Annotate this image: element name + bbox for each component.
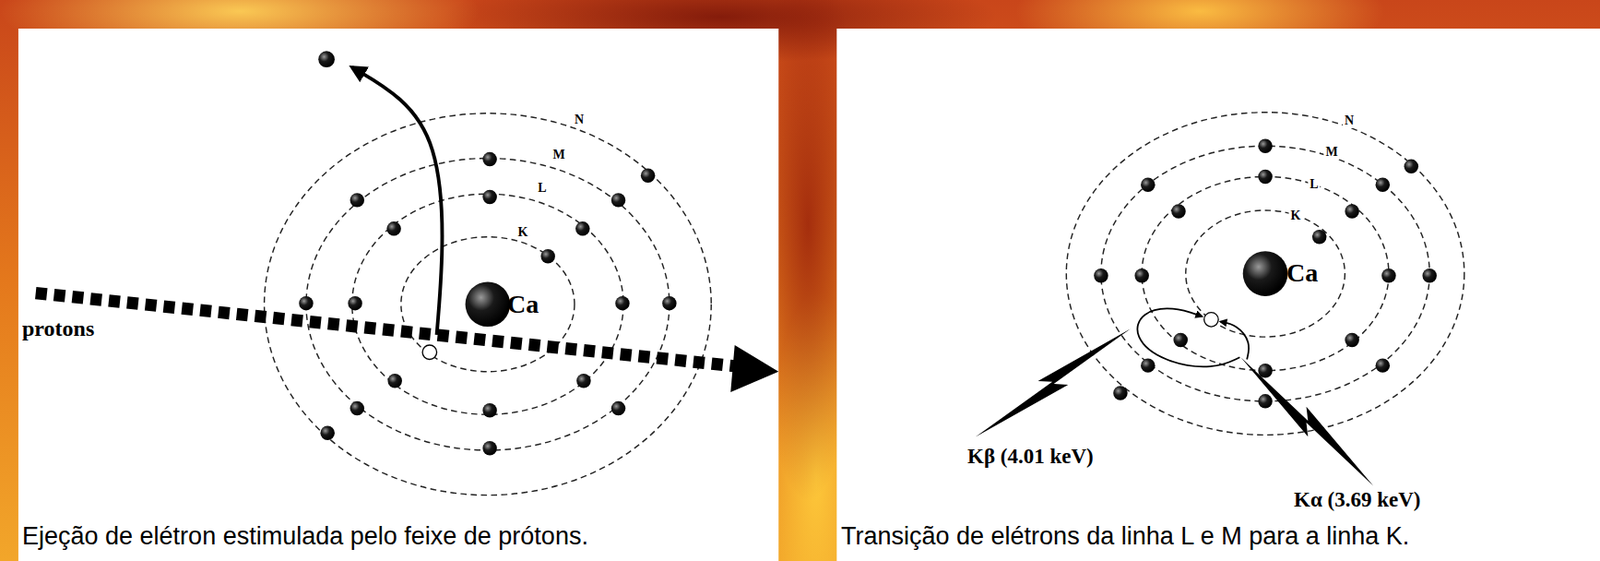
shell-label: N <box>572 112 586 128</box>
orbit <box>352 193 624 415</box>
electron <box>387 373 402 388</box>
orbit <box>264 113 712 496</box>
caption: Transição de elétrons da linha L e M par… <box>841 521 1410 551</box>
electron <box>482 402 497 417</box>
electron <box>1257 363 1272 378</box>
caption: Ejeção de elétron estimulada pelo feixe … <box>22 521 589 551</box>
electron <box>386 221 401 236</box>
panel <box>18 28 779 561</box>
electron <box>320 425 334 439</box>
atom <box>264 113 712 496</box>
transition-arrow <box>1137 308 1240 367</box>
x-ray-photon <box>1241 356 1375 486</box>
electron <box>482 189 497 204</box>
proton-beam <box>35 293 739 368</box>
beam-arrowhead <box>730 344 779 392</box>
electron <box>576 373 591 388</box>
shell-label: L <box>1307 177 1320 192</box>
vacancy <box>422 344 437 359</box>
electron <box>1381 268 1396 283</box>
electron <box>1344 203 1359 218</box>
line-energy: Kα (3.69 keV) <box>1293 487 1421 512</box>
electron <box>662 296 676 310</box>
electron <box>640 168 655 183</box>
electron <box>1093 268 1108 283</box>
nucleus <box>465 281 511 327</box>
electron <box>611 401 626 415</box>
beam-label: protons <box>22 316 95 343</box>
electron <box>1257 393 1272 408</box>
electron <box>1171 203 1186 218</box>
shell-label: K <box>1289 208 1304 224</box>
electron <box>540 248 555 263</box>
shell-label: M <box>1323 144 1340 160</box>
orbit <box>306 158 670 451</box>
electron <box>1257 169 1272 184</box>
electron <box>482 440 497 455</box>
element-label: Ca <box>507 289 539 320</box>
electron <box>1134 268 1149 283</box>
ejected-electron <box>318 50 335 68</box>
vacancy <box>1204 312 1219 327</box>
electron <box>575 221 590 236</box>
electron <box>1312 229 1327 244</box>
shell-label: M <box>550 147 567 163</box>
electron <box>1404 159 1419 174</box>
shell-label: L <box>535 180 548 196</box>
ejection-arrow <box>352 67 443 335</box>
electron <box>1140 177 1155 192</box>
electron <box>298 296 313 310</box>
electron <box>482 152 497 166</box>
electron <box>611 192 626 207</box>
element-label: Ca <box>1286 258 1318 288</box>
orbit <box>1185 210 1346 337</box>
electron <box>1344 332 1359 347</box>
transition-arrow <box>1220 321 1249 360</box>
electron <box>1113 385 1127 400</box>
electron <box>1375 357 1390 372</box>
orbit <box>1141 176 1389 370</box>
electron <box>347 296 362 310</box>
scene <box>18 28 1600 561</box>
electron <box>1422 268 1436 283</box>
shell-label: K <box>516 225 531 240</box>
electron <box>1257 138 1272 153</box>
electron <box>615 296 629 310</box>
electron <box>350 192 365 207</box>
line-energy: Kβ (4.01 keV) <box>967 444 1094 469</box>
electron <box>1375 177 1390 192</box>
electron <box>1173 332 1187 347</box>
orbit <box>1066 112 1465 436</box>
electron <box>350 401 365 415</box>
shell-label: N <box>1342 113 1356 129</box>
electron <box>1140 357 1155 372</box>
nucleus <box>1243 250 1289 297</box>
atom <box>1066 112 1465 436</box>
panel <box>836 28 1600 561</box>
x-ray-photon <box>975 328 1131 437</box>
orbit <box>1101 145 1430 402</box>
